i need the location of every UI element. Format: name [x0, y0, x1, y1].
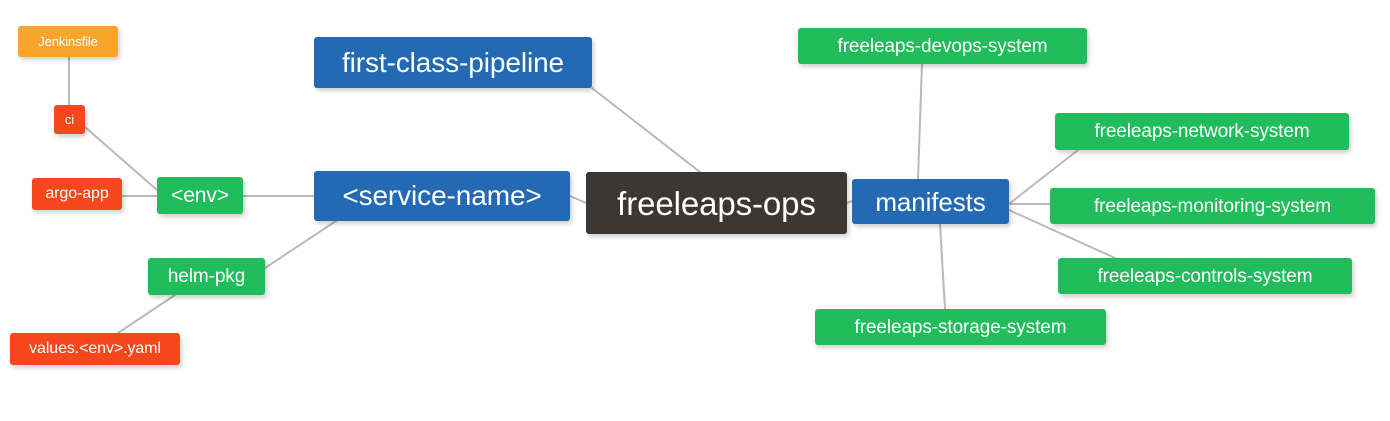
node-label-helm-pkg: helm-pkg: [167, 266, 246, 287]
node-label-argo-app: argo-app: [45, 185, 109, 202]
node-first-class-pipeline[interactable]: first-class-pipeline: [314, 37, 592, 88]
node-jenkinsfile[interactable]: Jenkinsfile: [18, 26, 118, 57]
node-helm-pkg[interactable]: helm-pkg: [148, 258, 265, 295]
node-label-freeleaps-monitoring-system: freeleaps-monitoring-system: [1094, 195, 1331, 217]
node-freeleaps-storage-system[interactable]: freeleaps-storage-system: [815, 309, 1106, 345]
edge-service-name-to-helm-pkg: [264, 220, 337, 269]
edge-root-to-service-name: [569, 195, 587, 204]
node-env[interactable]: <env>: [157, 177, 243, 214]
node-values-env-yaml[interactable]: values.<env>.yaml: [10, 333, 180, 365]
node-label-jenkinsfile: Jenkinsfile: [38, 34, 98, 49]
node-label-freeleaps-storage-system: freeleaps-storage-system: [854, 316, 1067, 338]
node-label-freeleaps-network-system: freeleaps-network-system: [1094, 121, 1310, 142]
node-label-manifests: manifests: [875, 186, 986, 217]
edge-manifests-to-freeleaps-storage-system: [939, 223, 946, 310]
node-label-freeleaps-controls-system: freeleaps-controls-system: [1097, 265, 1313, 287]
node-label-values-env-yaml: values.<env>.yaml: [29, 340, 161, 357]
node-freeleaps-network-system[interactable]: freeleaps-network-system: [1055, 113, 1349, 150]
node-freeleaps-devops-system[interactable]: freeleaps-devops-system: [798, 28, 1087, 64]
node-argo-app[interactable]: argo-app: [32, 178, 122, 210]
node-service-name[interactable]: <service-name>: [314, 171, 570, 221]
node-label-env: <env>: [171, 184, 229, 207]
node-label-root: freeleaps-ops: [617, 184, 816, 222]
edge-root-to-first-class-pipeline: [591, 87, 701, 173]
node-label-first-class-pipeline: first-class-pipeline: [341, 46, 565, 78]
node-root[interactable]: freeleaps-ops: [586, 172, 847, 234]
node-freeleaps-controls-system[interactable]: freeleaps-controls-system: [1058, 258, 1352, 294]
edge-manifests-to-freeleaps-devops-system: [917, 63, 923, 180]
node-manifests[interactable]: manifests: [852, 179, 1009, 224]
node-ci[interactable]: ci: [54, 105, 85, 134]
node-label-service-name: <service-name>: [342, 180, 542, 211]
node-freeleaps-monitoring-system[interactable]: freeleaps-monitoring-system: [1050, 188, 1375, 224]
edge-helm-pkg-to-values-env-yaml: [117, 294, 176, 334]
node-label-ci: ci: [64, 112, 75, 127]
node-label-freeleaps-devops-system: freeleaps-devops-system: [837, 35, 1048, 57]
